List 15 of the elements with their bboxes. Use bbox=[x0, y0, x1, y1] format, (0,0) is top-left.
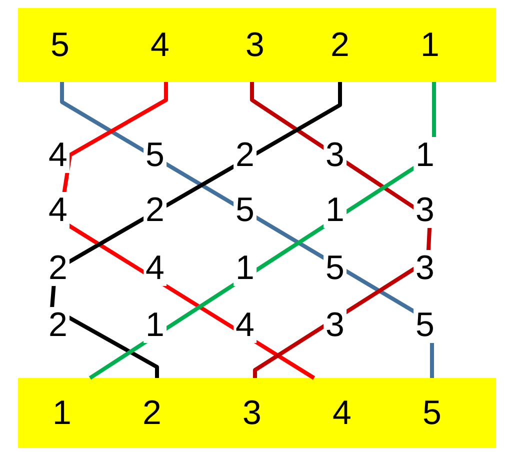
number-label: 5 bbox=[402, 378, 462, 448]
number-label: 5 bbox=[30, 8, 90, 82]
number-label: 1 bbox=[414, 137, 436, 173]
header-bar bbox=[18, 8, 496, 82]
number-label: 2 bbox=[122, 378, 182, 448]
number-label: 4 bbox=[312, 378, 372, 448]
header-bar bbox=[18, 378, 496, 448]
number-label: 3 bbox=[225, 8, 285, 82]
number-label: 5 bbox=[414, 307, 436, 343]
number-label: 3 bbox=[222, 378, 282, 448]
number-label: 4 bbox=[130, 8, 190, 82]
number-label: 4 bbox=[46, 192, 70, 228]
number-label: 2 bbox=[310, 8, 370, 82]
number-label: 1 bbox=[400, 8, 460, 82]
number-label: 1 bbox=[32, 378, 92, 448]
